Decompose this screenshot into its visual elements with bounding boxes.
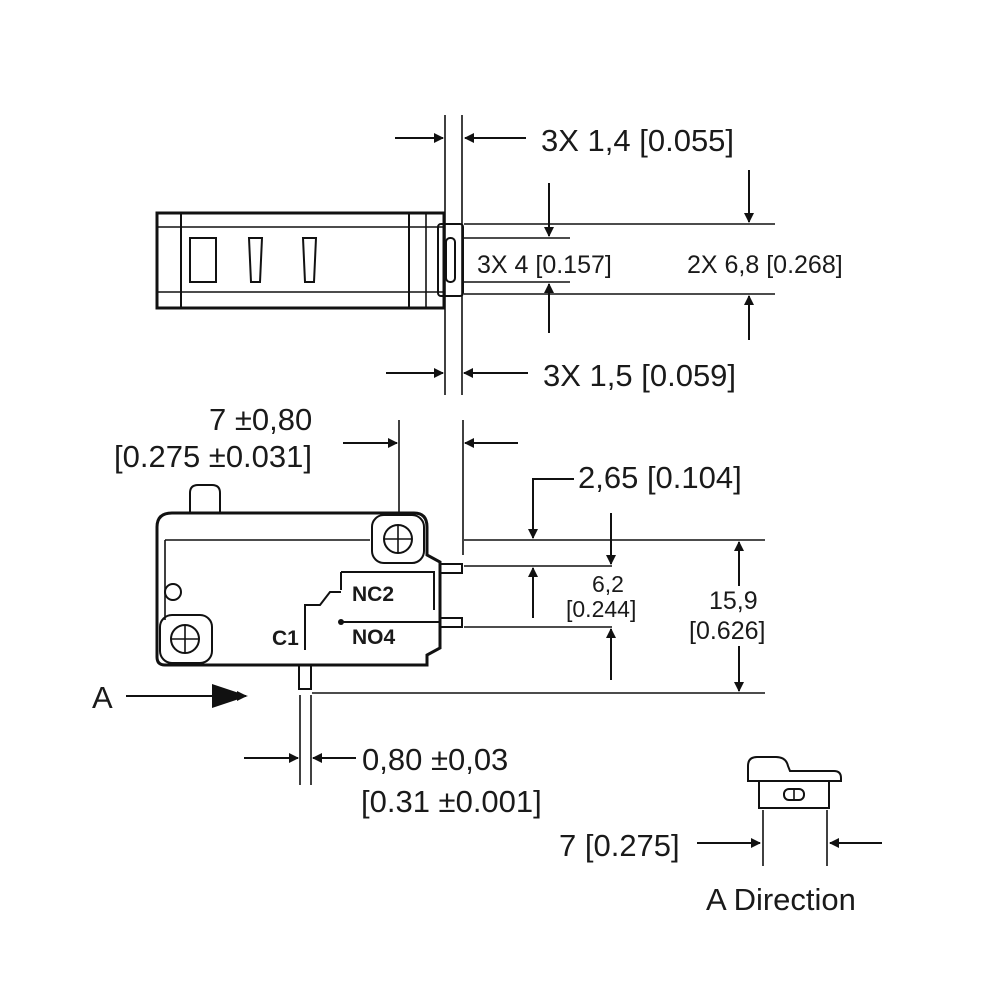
dim-hole-top: 2,65 [0.104]	[578, 460, 742, 495]
dim-hole-offset-line1: 7 ±0,80	[209, 402, 312, 437]
dim-hole-offset-line2: [0.275 ±0.031]	[114, 439, 312, 474]
dim-body-height-line1: 15,9	[709, 587, 758, 615]
switch-body	[155, 484, 463, 690]
dim-plunger-width-line1: 0,80 ±0,03	[362, 742, 508, 777]
dim-terminal-height: 3X 4 [0.157]	[477, 251, 612, 279]
dim-direction-width: 7 [0.275]	[559, 828, 680, 863]
terminal-c-label: C1	[272, 627, 299, 650]
a-direction-view: 7 [0.275] A Direction	[559, 756, 882, 917]
side-view: 7 ±0,80 [0.275 ±0.031]	[92, 402, 765, 819]
terminal-nc-label: NC2	[352, 583, 394, 606]
top-view-body	[155, 211, 464, 310]
terminal-no-label: NO4	[352, 626, 396, 649]
dim-body-height-line2: [0.626]	[689, 617, 765, 645]
view-marker-a: A	[92, 680, 113, 715]
dim-terminal-spacing-line2: [0.244]	[566, 596, 636, 622]
dim-overall-height: 2X 6,8 [0.268]	[687, 251, 843, 279]
direction-view-title: A Direction	[706, 882, 856, 917]
dim-pitch-width: 3X 1,4 [0.055]	[541, 123, 734, 158]
dim-terminal-thickness: 3X 1,5 [0.059]	[543, 358, 736, 393]
top-view: 3X 1,4 [0.055] 3X 4 [0.157] 2X 6,8 [0.26…	[155, 115, 843, 395]
direction-view-part	[747, 756, 842, 809]
dim-terminal-spacing-line1: 6,2	[592, 571, 624, 597]
dim-plunger-width-line2: [0.31 ±0.001]	[361, 784, 542, 819]
